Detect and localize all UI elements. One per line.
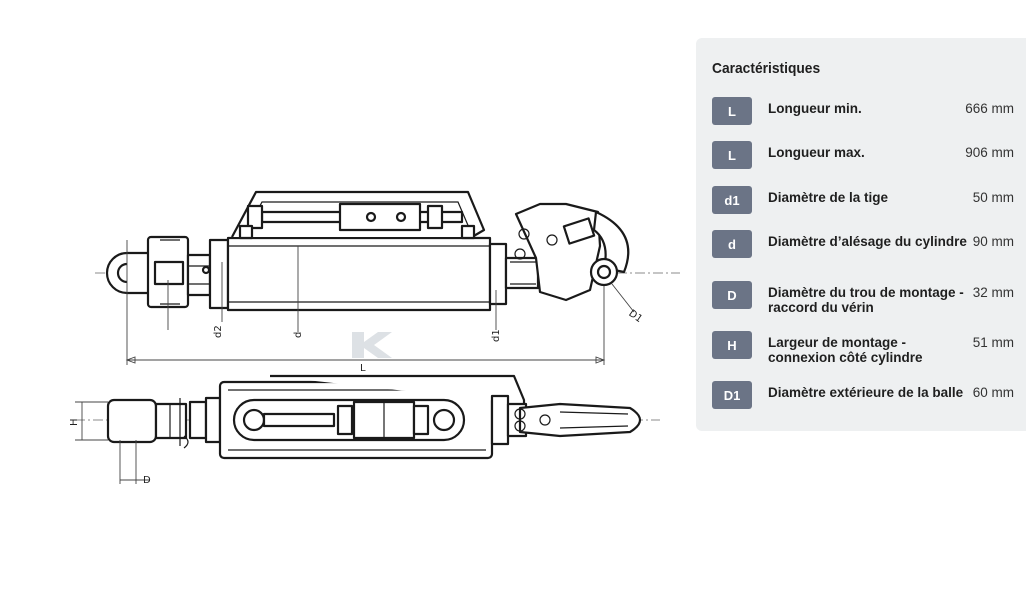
spec-label: Diamètre du trou de montage - raccord du… [768,285,964,315]
spec-row-mount-width: H Largeur de montage - connexion côté cy… [712,331,1016,371]
spec-badge: D [712,281,752,309]
dim-label-d2: d2 [213,325,224,338]
spec-label: Longueur min. [768,101,862,116]
spec-label: Diamètre de la tige [768,190,889,205]
spec-row-length-min: L Longueur min. 666 mm [712,97,1016,137]
specs-panel: Caractéristiques L Longueur min. 666 mm … [696,38,1026,431]
spec-badge: H [712,331,752,359]
spec-badge: L [712,141,752,169]
spec-label: Diamètre extérieure de la balle [768,385,964,400]
spec-value: 51 mm [972,335,1014,350]
spec-value: 90 mm [972,234,1014,249]
spec-value: 60 mm [972,385,1014,400]
panel-title: Caractéristiques [712,60,821,77]
cylinder-drawing-svg [75,190,680,484]
spec-value: 906 mm [965,145,1014,160]
spec-label: Diamètre d’alésage du cylindre [768,234,967,249]
k-logo-icon [350,330,396,360]
technical-drawing: d2 d d1 D1 L H D [69,190,680,486]
spec-value: 50 mm [972,190,1014,205]
spec-row-rod-diameter: d1 Diamètre de la tige 50 mm [712,186,1016,226]
dim-label-d: d [293,331,304,338]
spec-row-length-max: L Longueur max. 906 mm [712,141,1016,181]
dim-label-d1: d1 [491,329,502,342]
spec-badge: d1 [712,186,752,214]
spec-badge: D1 [712,381,752,409]
spec-value: 32 mm [972,285,1014,300]
spec-badge: L [712,97,752,125]
spec-row-mount-hole-diameter: D Diamètre du trou de montage - raccord … [712,281,1016,321]
spec-row-bore-diameter: d Diamètre d’alésage du cylindre 90 mm [712,230,1016,270]
dim-label-H: H [69,418,80,426]
spec-badge: d [712,230,752,258]
side-view [95,190,680,365]
dim-label-L: L [360,363,366,374]
spec-row-ball-diameter: D1 Diamètre extérieure de la balle 60 mm [712,381,1016,421]
dim-label-D: D [143,475,151,486]
spec-label: Largeur de montage - connexion côté cyli… [768,335,923,365]
spec-label: Longueur max. [768,145,865,160]
spec-value: 666 mm [965,101,1014,116]
plan-view [75,374,660,484]
